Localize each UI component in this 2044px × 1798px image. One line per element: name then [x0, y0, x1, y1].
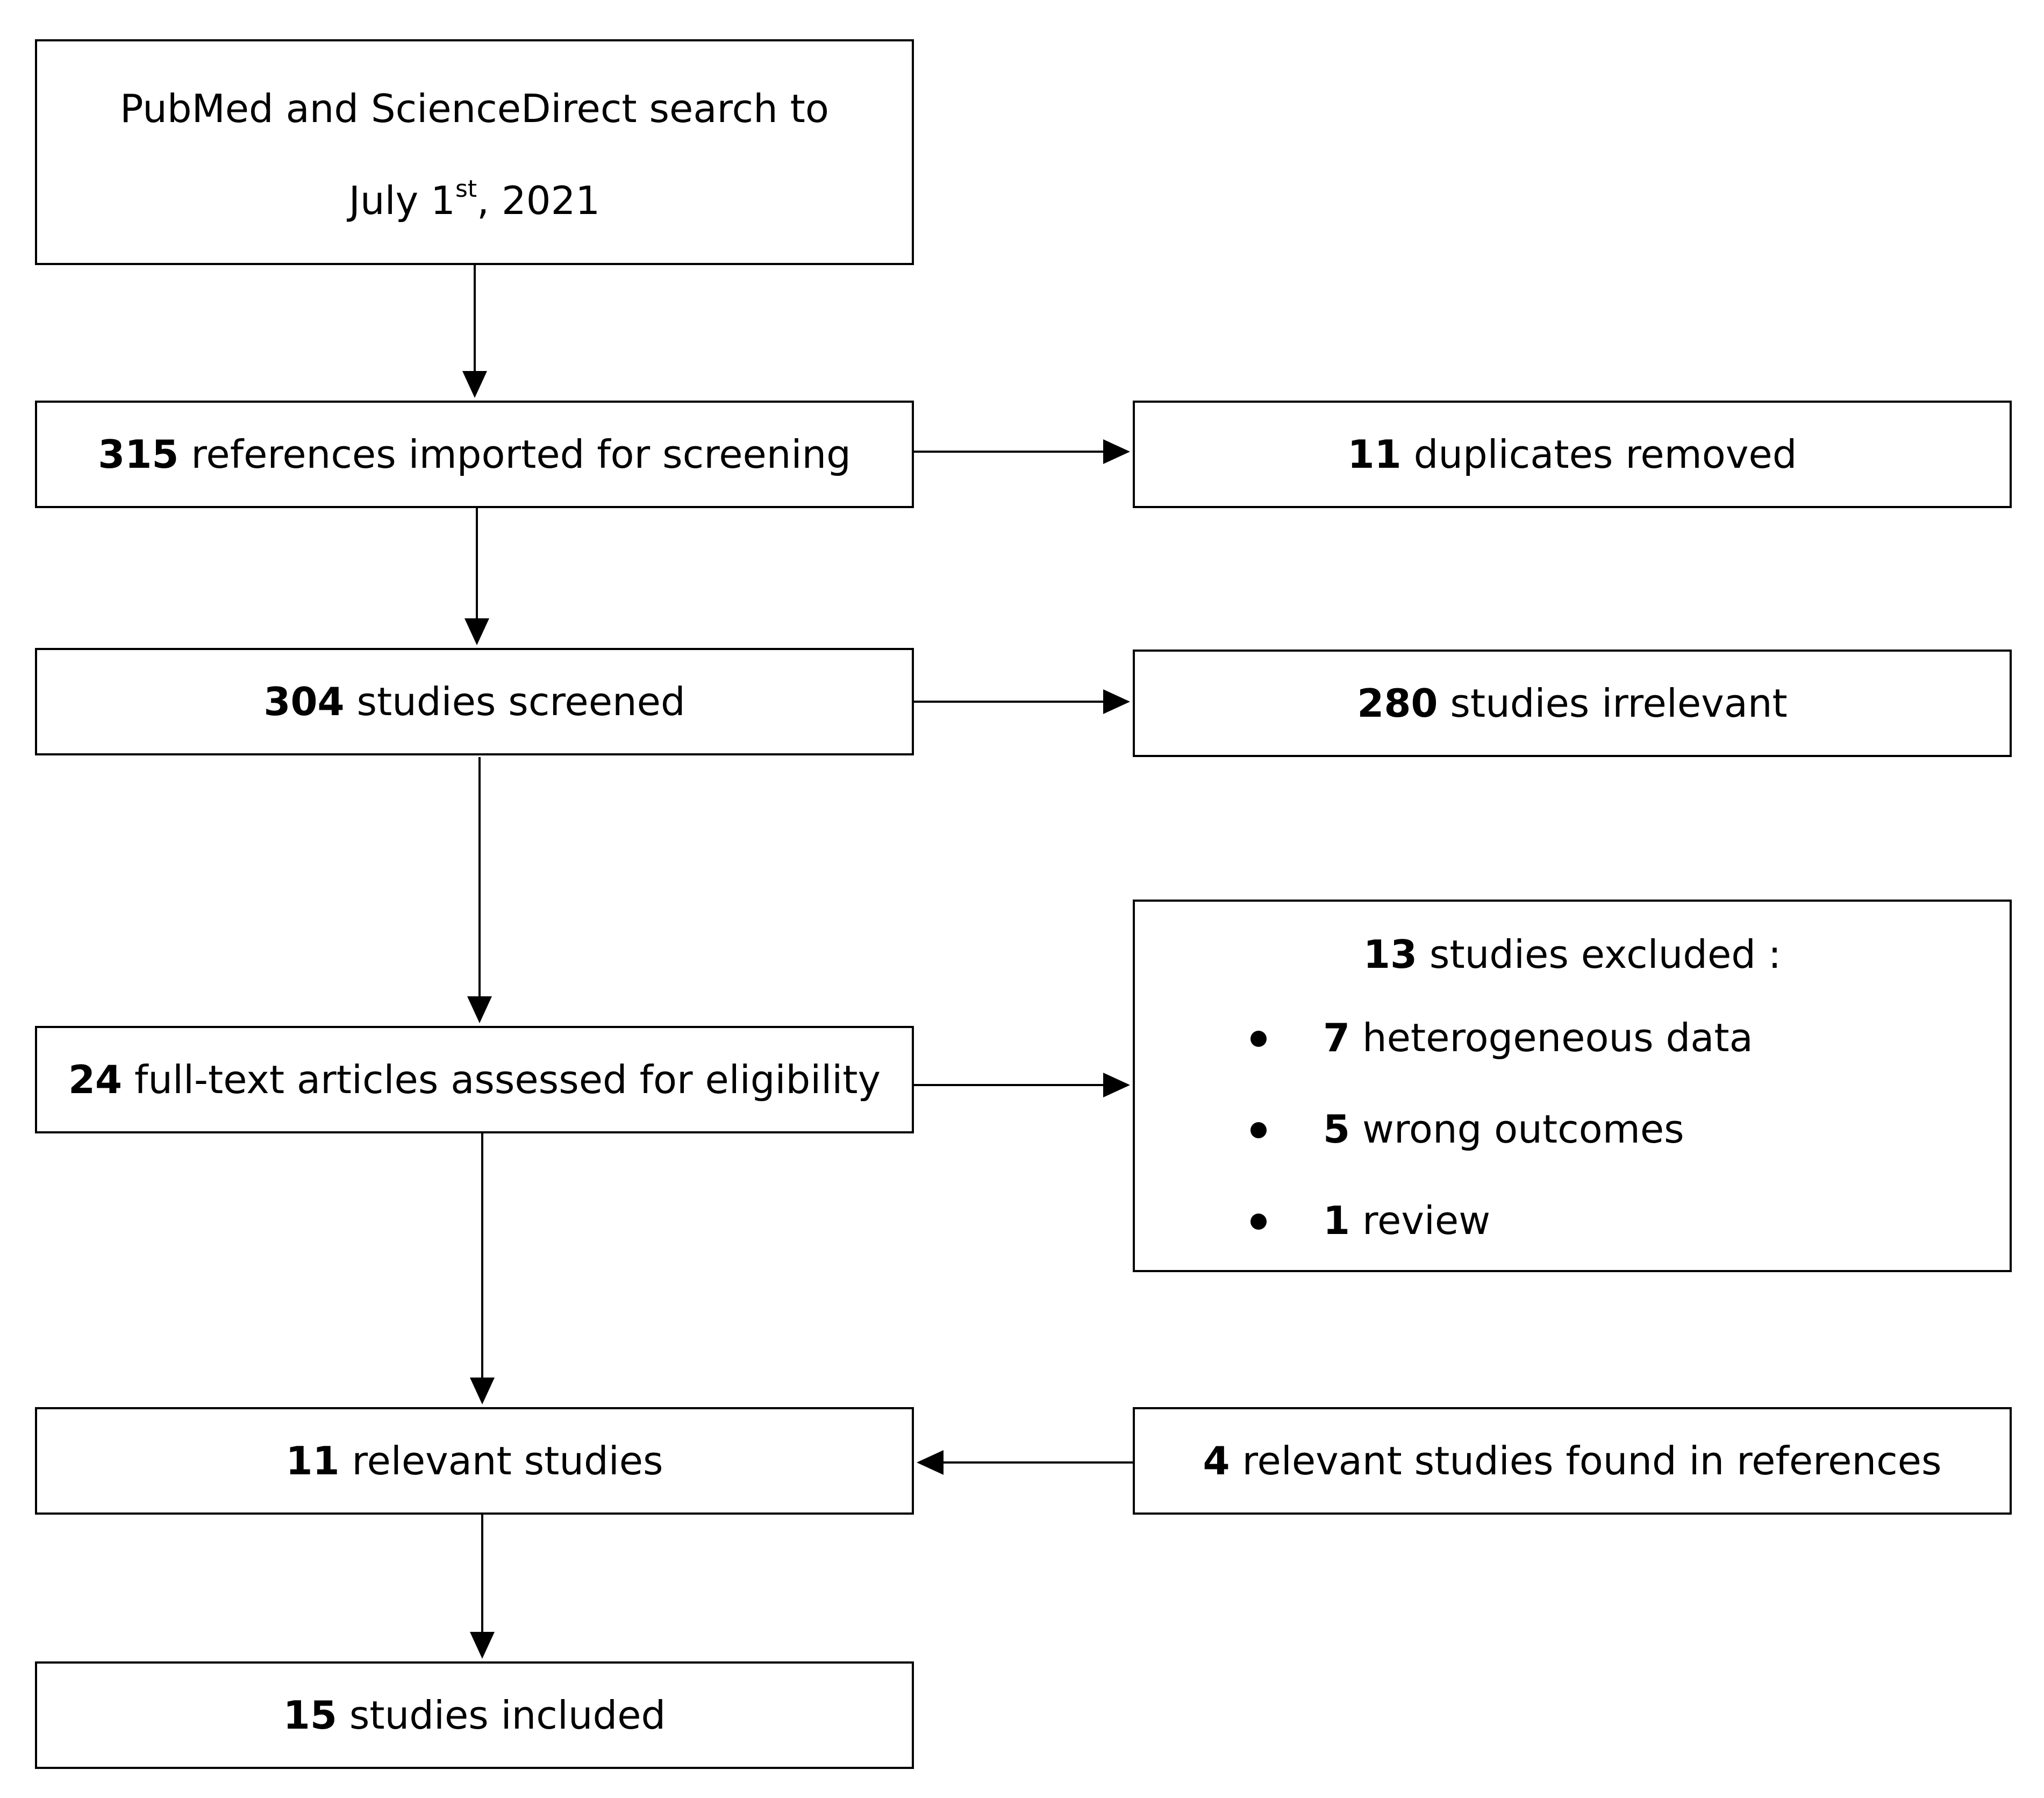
excluded-item-count: 7 — [1323, 1015, 1350, 1060]
irrelevant-label: studies irrelevant — [1438, 680, 1788, 726]
imported-count: 315 — [98, 431, 179, 477]
duplicates-count: 11 — [1347, 431, 1402, 477]
duplicates-text: 11 duplicates removed — [1348, 431, 1797, 477]
fulltext-label: full-text articles assessed for eligibil… — [122, 1057, 881, 1102]
references-found-count: 4 — [1203, 1438, 1230, 1483]
excluded-item: 5 wrong outcomes — [1323, 1106, 1684, 1152]
search-box: PubMed and ScienceDirect search to July … — [35, 39, 914, 265]
screened-count: 304 — [263, 679, 345, 724]
arrowhead-screened — [464, 618, 489, 645]
screened-box: 304 studies screened — [35, 648, 914, 755]
excluded-item-label: heterogeneous data — [1350, 1015, 1753, 1060]
imported-text: 315 references imported for screening — [98, 431, 851, 477]
arrowhead-relevant-left — [917, 1450, 944, 1475]
excluded-item: 7 heterogeneous data — [1323, 1015, 1753, 1061]
screened-label: studies screened — [344, 679, 685, 724]
irrelevant-text: 280 studies irrelevant — [1357, 680, 1788, 726]
arrowhead-imported — [462, 371, 487, 398]
imported-label: references imported for screening — [178, 431, 851, 477]
included-box: 15 studies included — [35, 1661, 914, 1769]
arrowhead-included — [470, 1632, 495, 1659]
excluded-item-label: wrong outcomes — [1350, 1107, 1684, 1152]
relevant-box: 11 relevant studies — [35, 1407, 914, 1515]
duplicates-box: 11 duplicates removed — [1133, 401, 2012, 508]
bullet-icon — [1250, 1214, 1267, 1230]
search-year: , 2021 — [477, 178, 601, 224]
bullet-icon — [1250, 1122, 1267, 1138]
excluded-heading: 13 studies excluded : — [1135, 931, 2010, 978]
search-date: July 1 — [348, 178, 455, 224]
excluded-item-count: 5 — [1323, 1107, 1350, 1152]
irrelevant-count: 280 — [1357, 680, 1438, 726]
arrowhead-fulltext — [467, 996, 492, 1023]
relevant-label: relevant studies — [339, 1438, 663, 1483]
included-text: 15 studies included — [283, 1692, 666, 1738]
arrowhead-relevant — [470, 1378, 495, 1404]
arrowhead-duplicates — [1103, 439, 1130, 464]
arrowhead-excluded — [1103, 1073, 1130, 1097]
excluded-label: studies excluded : — [1417, 932, 1782, 977]
excluded-item: 1 review — [1323, 1197, 1490, 1244]
screened-text: 304 studies screened — [263, 679, 685, 725]
relevant-count: 11 — [285, 1438, 340, 1483]
imported-box: 315 references imported for screening — [35, 401, 914, 508]
excluded-item-count: 1 — [1323, 1198, 1350, 1243]
included-label: studies included — [337, 1692, 666, 1738]
search-line-2: July 1st, 2021 — [349, 177, 600, 224]
included-count: 15 — [283, 1692, 337, 1738]
arrowhead-irrelevant — [1103, 689, 1130, 714]
search-line-1: PubMed and ScienceDirect search to — [120, 86, 829, 132]
irrelevant-box: 280 studies irrelevant — [1133, 650, 2012, 757]
fulltext-text: 24 full-text articles assessed for eligi… — [68, 1057, 881, 1103]
fulltext-box: 24 full-text articles assessed for eligi… — [35, 1026, 914, 1133]
excluded-item-label: review — [1350, 1198, 1491, 1243]
relevant-text: 11 relevant studies — [285, 1438, 663, 1484]
fulltext-count: 24 — [68, 1057, 123, 1102]
references-found-box: 4 relevant studies found in references — [1133, 1407, 2012, 1515]
search-date-suffix: st — [455, 175, 477, 203]
bullet-icon — [1250, 1031, 1267, 1047]
excluded-box: 13 studies excluded : 7 heterogeneous da… — [1133, 900, 2012, 1272]
excluded-count: 13 — [1363, 932, 1418, 977]
duplicates-label: duplicates removed — [1401, 431, 1797, 477]
references-found-text: 4 relevant studies found in references — [1203, 1438, 1942, 1484]
references-found-label: relevant studies found in references — [1230, 1438, 1942, 1483]
